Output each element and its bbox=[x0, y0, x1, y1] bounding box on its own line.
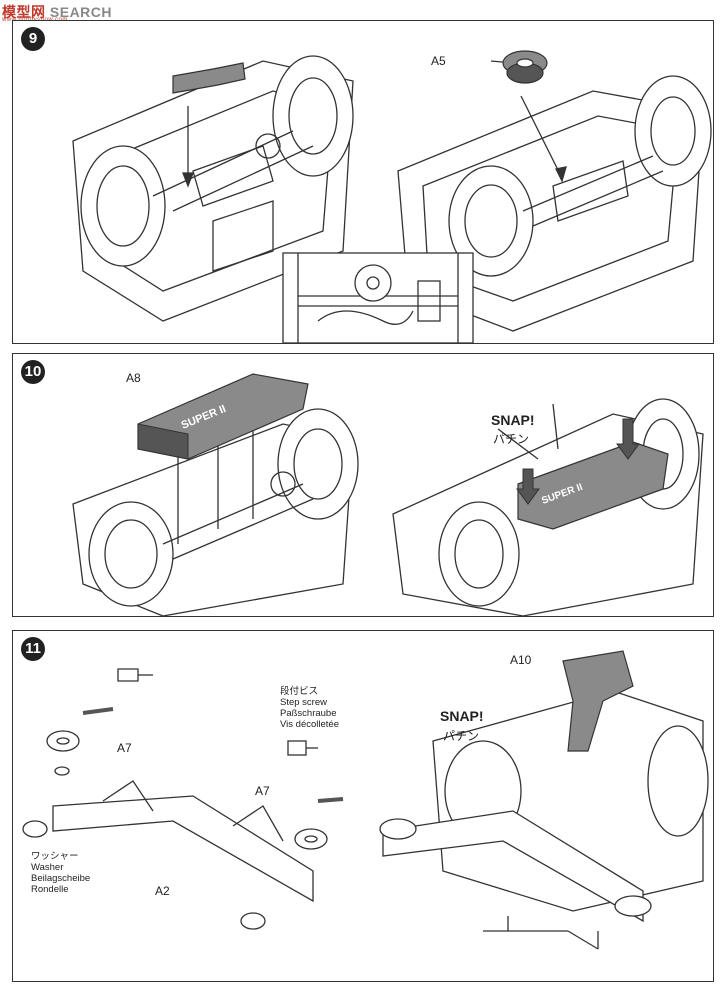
step-9-number: 9 bbox=[21, 27, 45, 51]
step-11-illustration bbox=[22, 650, 709, 950]
snap-label-step10: SNAP! bbox=[491, 412, 535, 428]
watermark-logo: 模型网 SEARCH www.hobbyshow.com bbox=[2, 2, 113, 23]
watermark-brand: 模型网 bbox=[2, 4, 46, 20]
step-10-number: 10 bbox=[21, 360, 45, 384]
step-11-number: 11 bbox=[21, 637, 45, 661]
step-11-panel: 11 bbox=[12, 630, 714, 982]
step-9-illustration bbox=[72, 50, 712, 343]
part-label-a10: A10 bbox=[510, 653, 532, 667]
washer-en: Washer bbox=[31, 862, 64, 873]
watermark-search: SEARCH bbox=[49, 4, 113, 20]
washer-jp: ワッシャー bbox=[31, 851, 79, 862]
washer-de: Beilagscheibe bbox=[31, 873, 91, 884]
step-screw-de: Paßschraube bbox=[280, 708, 337, 719]
step-screw-fr: Vis décolletée bbox=[280, 719, 339, 730]
part-label-a7-left: A7 bbox=[117, 741, 132, 755]
step-screw-en: Step screw bbox=[280, 697, 327, 708]
snap-jp-step11: パチン bbox=[443, 729, 480, 743]
part-label-a8: A8 bbox=[126, 371, 141, 385]
snap-jp-step10: パチン bbox=[493, 432, 530, 446]
step-9-panel: 9 bbox=[12, 20, 714, 344]
part-label-a7-right: A7 bbox=[255, 784, 270, 798]
snap-label-step11: SNAP! bbox=[440, 708, 484, 724]
part-label-a5: A5 bbox=[431, 54, 446, 68]
step-screw-jp: 段付ビス bbox=[280, 686, 319, 697]
part-label-a2: A2 bbox=[155, 884, 170, 898]
washer-caption: ワッシャー Washer Beilagscheibe Rondelle bbox=[31, 851, 90, 895]
step-10-illustration: SUPER II SUPER II bbox=[72, 373, 704, 616]
washer-fr: Rondelle bbox=[31, 884, 69, 895]
step-10-panel: 10 SUPER II SU bbox=[12, 353, 714, 617]
step-screw-caption: 段付ビス Step screw Paßschraube Vis décollet… bbox=[280, 686, 339, 730]
